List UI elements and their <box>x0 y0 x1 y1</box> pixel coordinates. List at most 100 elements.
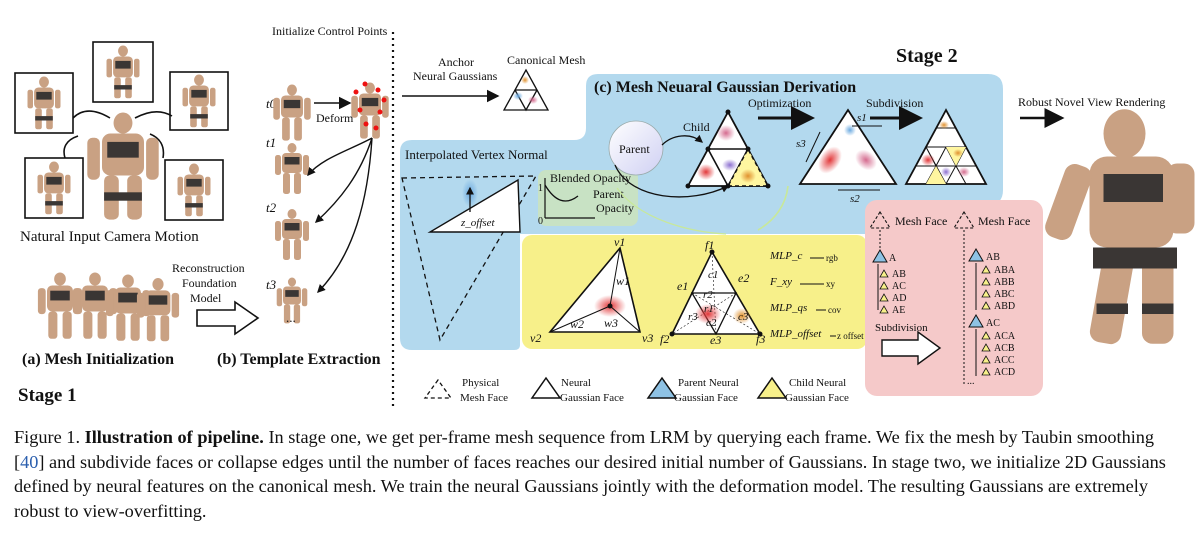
tree-left-children: AB AC AD AE <box>879 269 906 316</box>
novel-view-robot <box>1045 109 1195 345</box>
camera-view-right-top <box>169 71 229 131</box>
interpolated-normal-label: Interpolated Vertex Normal <box>405 147 548 162</box>
v1-label: v1 <box>614 235 625 249</box>
legend-1-line1: Neural <box>561 377 591 389</box>
subdivided-face-triangle: f1 f2 f3 e1 e2 e3 c1 c2 c3 r1 r2 r3 <box>660 238 765 347</box>
tree-subdivision-arrow <box>881 330 942 366</box>
legend-item-parent: Parent Neural Gaussian Face <box>646 376 739 404</box>
legend-2-line1: Parent Neural <box>678 377 739 389</box>
init-control-points-label: Initialize Control Points <box>272 24 388 38</box>
anchor-label-1: Anchor <box>438 55 474 69</box>
legend: Physical Mesh Face Neural Gaussian Face … <box>423 376 849 404</box>
legend-1-line2: Gaussian Face <box>560 392 624 404</box>
z-offset-label: z_offset <box>460 217 496 229</box>
tree-left-child-3: AE <box>892 305 905 316</box>
canonical-mesh-label: Canonical Mesh <box>507 53 585 67</box>
blended-opacity-box: 1 0 Blended Opacity Parent Opacity <box>538 170 638 227</box>
canonical-mesh-icon <box>502 68 550 112</box>
r2-label: r2 <box>703 289 713 301</box>
derivation-title: (c) Mesh Neuaral Gaussian Derivation <box>594 79 856 96</box>
parent-opacity-label-1: Parent <box>593 187 624 201</box>
legend-3-line2: Gaussian Face <box>785 392 849 404</box>
camera-view-left-bottom <box>24 157 84 219</box>
f2-label: f2 <box>660 332 669 346</box>
blended-opacity-label: Blended Opacity <box>550 171 631 185</box>
tree-right-1-child-2: ACC <box>994 355 1015 366</box>
subdivided-triangle <box>904 108 988 186</box>
deform-curved-arrows <box>307 137 373 294</box>
caption-bold: Illustration of pipeline. <box>84 427 264 447</box>
interpolated-normal-diagram: z_offset <box>401 175 538 342</box>
parent-label: Parent <box>619 142 650 156</box>
pipeline-figure: Natural Input Camera Motion Reconstructi… <box>14 24 1195 410</box>
v2-label: v2 <box>530 331 541 345</box>
parent-opacity-label-2: Opacity <box>596 201 634 215</box>
mlp-row-2-name: MLP_qs <box>769 302 807 314</box>
legend-2-line2: Gaussian Face <box>674 392 738 404</box>
template-ellipsis: ... <box>286 310 296 325</box>
time-label-t0: t0 <box>266 96 277 111</box>
child-label: Child <box>683 120 710 134</box>
citation-link[interactable]: 40 <box>20 451 39 472</box>
camera-view-left-top <box>14 72 74 134</box>
c3-label: c3 <box>738 311 749 323</box>
legend-item-child: Child Neural Gaussian Face <box>756 376 849 404</box>
time-label-t3: t3 <box>266 277 277 292</box>
mesh-init-label: (a) Mesh Initialization <box>22 351 174 368</box>
stage2-title: Stage 2 <box>896 45 958 67</box>
camera-motion-label: Natural Input Camera Motion <box>20 229 199 245</box>
anchor-label-2: Neural Gaussians <box>413 69 498 83</box>
time-label-t1: t1 <box>266 135 276 150</box>
legend-item-neural: Neural Gaussian Face <box>530 376 624 404</box>
tree-ellipsis: ... <box>967 376 975 387</box>
s3-label: s3 <box>796 138 806 150</box>
mesh-initialization-sequence <box>37 272 180 342</box>
camera-view-top <box>92 41 154 103</box>
mlp-row-0-name: MLP_c <box>769 250 803 262</box>
parent-node: Parent <box>608 120 664 176</box>
tree-mesh-face-left: Mesh Face <box>895 214 947 228</box>
figure-caption: Figure 1. Illustration of pipeline. In s… <box>14 425 1186 523</box>
control-points <box>353 81 387 131</box>
w1-label: w1 <box>616 274 630 288</box>
mlp-row-3-name: MLP_offset <box>769 328 822 340</box>
tree-right-1-child-3: ACD <box>994 367 1015 378</box>
tree-right-node-0: AB <box>986 252 1000 263</box>
subdivision-label: Subdivision <box>866 96 923 110</box>
e1-label: e1 <box>677 279 688 293</box>
r3-label: r3 <box>688 311 698 323</box>
subdivision-tree: Mesh Face Mesh Face A AB AC AD AE Subdiv… <box>869 210 1030 387</box>
stage1-camera-views: Natural Input Camera Motion <box>14 41 229 245</box>
caption-prefix: Figure 1. <box>14 427 85 447</box>
optimized-triangle: s1 s2 s3 <box>796 108 898 205</box>
caption-text-2: ] and subdivide faces or collapse edges … <box>14 451 1166 521</box>
caption-text-1: In stage one, we get per-frame mesh sequ… <box>14 427 1155 472</box>
v3-label: v3 <box>642 331 653 345</box>
tree-right-1-child-1: ACB <box>994 343 1015 354</box>
template-extraction-label: (b) Template Extraction <box>217 351 381 368</box>
w2-label: w2 <box>570 317 584 331</box>
tree-left-root: A <box>889 253 897 264</box>
reconstruction-label-3: Model <box>190 291 222 305</box>
mlp-row-1-out: xy <box>826 279 836 289</box>
robust-rendering-label: Robust Novel View Rendering <box>1018 95 1165 109</box>
reconstruction-label-1: Reconstruction <box>172 261 245 275</box>
c2-label: c2 <box>706 317 717 329</box>
axis-zero-label: 0 <box>538 216 543 227</box>
barycentric-triangle: v1 v2 v3 w1 w2 w3 <box>530 235 653 345</box>
s1-label: s1 <box>857 112 867 124</box>
child-triangle <box>685 109 771 189</box>
mlp-row-3-out: z offset <box>837 331 864 341</box>
tree-left-child-0: AB <box>892 269 906 280</box>
mlp-row-0-out: rgb <box>826 253 838 263</box>
e2-label: e2 <box>738 271 749 285</box>
tree-right-0-child-0: ABA <box>994 265 1016 276</box>
s2-label: s2 <box>850 193 860 205</box>
reconstruction-arrow <box>196 300 260 336</box>
tree-left-child-2: AD <box>892 293 906 304</box>
template-frames: t0 t1 t2 t3 ... <box>266 84 311 325</box>
mlp-list: MLP_c rgb F_xy xy MLP_qs cov MLP_offset … <box>769 250 864 341</box>
tree-right-1-child-0: ACA <box>994 331 1016 342</box>
e3-label: e3 <box>710 333 721 347</box>
legend-item-physical: Physical Mesh Face <box>423 377 508 404</box>
